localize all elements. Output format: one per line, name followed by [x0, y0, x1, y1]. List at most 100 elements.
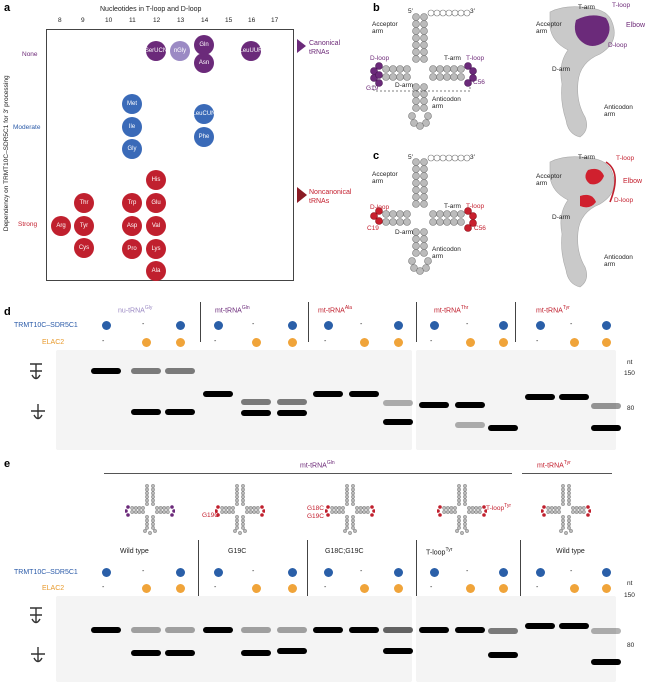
c-acceptor-arm: Acceptor arm	[372, 171, 398, 185]
x-tick-label: 16	[248, 17, 256, 24]
e-elac-marker: -	[102, 584, 105, 591]
gel-band	[488, 652, 518, 658]
bubble-met: Met	[122, 94, 142, 114]
e-trmt-marker	[176, 568, 185, 577]
panel-e-letter: e	[4, 458, 11, 470]
gel-band	[241, 650, 271, 656]
d-lane-divider	[200, 302, 201, 342]
gel-band	[455, 627, 485, 633]
e-precursor-icon	[30, 607, 42, 624]
e-row-trmt: TRMT10C–SDR5C1	[14, 569, 78, 576]
c-anticodon-arm: Anticodon arm	[432, 246, 461, 260]
e-trmt-marker: -	[252, 568, 255, 575]
d-80: 80	[627, 405, 635, 412]
gel-band	[383, 400, 413, 406]
e-group-label: Wild type	[120, 548, 149, 555]
e-g19c: G19C	[202, 512, 219, 519]
e-group-divider	[416, 540, 417, 596]
d-lane-title: nu-tRNAGly	[118, 305, 153, 315]
canonical-label-2: tRNAs	[309, 49, 330, 56]
d-lane-divider	[308, 302, 309, 342]
e-nt: nt	[627, 580, 633, 587]
gel-band	[419, 627, 449, 633]
gel-band	[91, 368, 121, 374]
d-elac-marker: -	[536, 338, 539, 345]
c-c56: C56	[474, 225, 486, 232]
e-mature-icon	[31, 647, 45, 663]
x-tick-label: 10	[105, 17, 113, 24]
gel-band	[165, 650, 195, 656]
d-elac-marker	[394, 338, 403, 347]
e-trmt-marker: -	[360, 568, 363, 575]
gel-band	[591, 403, 621, 409]
bubble-glu: Glu	[146, 193, 166, 213]
x-tick-label: 14	[201, 17, 209, 24]
bubble-trp: Trp	[122, 193, 142, 213]
e-row-elac: ELAC2	[42, 585, 65, 592]
d-trmt-marker	[536, 321, 545, 330]
gel-band	[488, 425, 518, 431]
b-acceptor-arm: Acceptor arm	[372, 21, 398, 35]
e-elac-marker	[466, 584, 475, 593]
gel-d-left	[56, 350, 412, 450]
gel-e-left	[56, 596, 412, 682]
e-gln-bracket	[104, 473, 512, 474]
d-elac-marker	[252, 338, 261, 347]
d-trmt-marker	[288, 321, 297, 330]
x-tick-label: 11	[129, 17, 136, 24]
d-mature-icon	[31, 404, 45, 420]
gel-band	[203, 391, 233, 397]
b-three-prime: 3′	[470, 8, 475, 15]
d-trmt-marker: -	[570, 321, 573, 328]
bubble-val: Val	[146, 216, 166, 236]
d-lane-title: mt-tRNATyr	[536, 305, 570, 315]
d-lane-title: mt-tRNAThr	[434, 305, 469, 315]
gel-band	[488, 628, 518, 634]
x-tick-label: 17	[271, 17, 279, 24]
d-trmt-marker: -	[466, 321, 469, 328]
c-t-arm: T-arm	[444, 203, 461, 210]
bubble-cys: Cys	[74, 238, 94, 258]
e-150: 150	[624, 592, 635, 599]
e-elac-marker: -	[214, 584, 217, 591]
gel-band	[165, 409, 195, 415]
noncanonical-label-2: tRNAs	[309, 198, 330, 205]
x-tick-label: 13	[177, 17, 185, 24]
canonical-label-1: Canonical	[309, 40, 341, 47]
gel-band	[313, 627, 343, 633]
gel-band	[591, 659, 621, 665]
bubble-gly: Gly	[122, 139, 142, 159]
d-elac-marker: -	[214, 338, 217, 345]
bubble-phe: Phe	[194, 127, 214, 147]
gel-band	[165, 627, 195, 633]
d-trmt-marker: -	[360, 321, 363, 328]
b3d-elbow: Elbow	[626, 22, 646, 29]
gel-band	[131, 650, 161, 656]
e-g19c-2: G19C	[307, 513, 324, 520]
d-trmt-marker: -	[142, 321, 145, 328]
e-elac-marker	[252, 584, 261, 593]
e-elac-marker	[499, 584, 508, 593]
c-d-loop: D-loop	[370, 204, 390, 211]
e-trmt-marker	[324, 568, 333, 577]
gel-band	[277, 410, 307, 416]
bubble-gln: Gln	[194, 35, 214, 55]
e-group-label: G19C	[228, 548, 247, 555]
gel-band	[131, 409, 161, 415]
b3d-acceptor: Acceptor arm	[536, 21, 562, 35]
gel-band	[559, 623, 589, 629]
gel-band	[349, 391, 379, 397]
c3d-t-loop: T-loop	[616, 155, 635, 162]
y-level-strong: Strong	[18, 221, 38, 228]
gel-band	[591, 425, 621, 431]
b-t-loop: T-loop	[466, 55, 485, 62]
panel-b-cloverleaf	[370, 9, 477, 130]
bubble-tyr: Tyr	[74, 216, 94, 236]
gel-band	[277, 648, 307, 654]
canonical-arrow	[297, 39, 306, 53]
d-trmt-marker	[176, 321, 185, 330]
gel-band	[525, 394, 555, 400]
c-c19: C19	[367, 225, 379, 232]
d-nt: nt	[627, 359, 633, 366]
e-trmt-marker	[499, 568, 508, 577]
